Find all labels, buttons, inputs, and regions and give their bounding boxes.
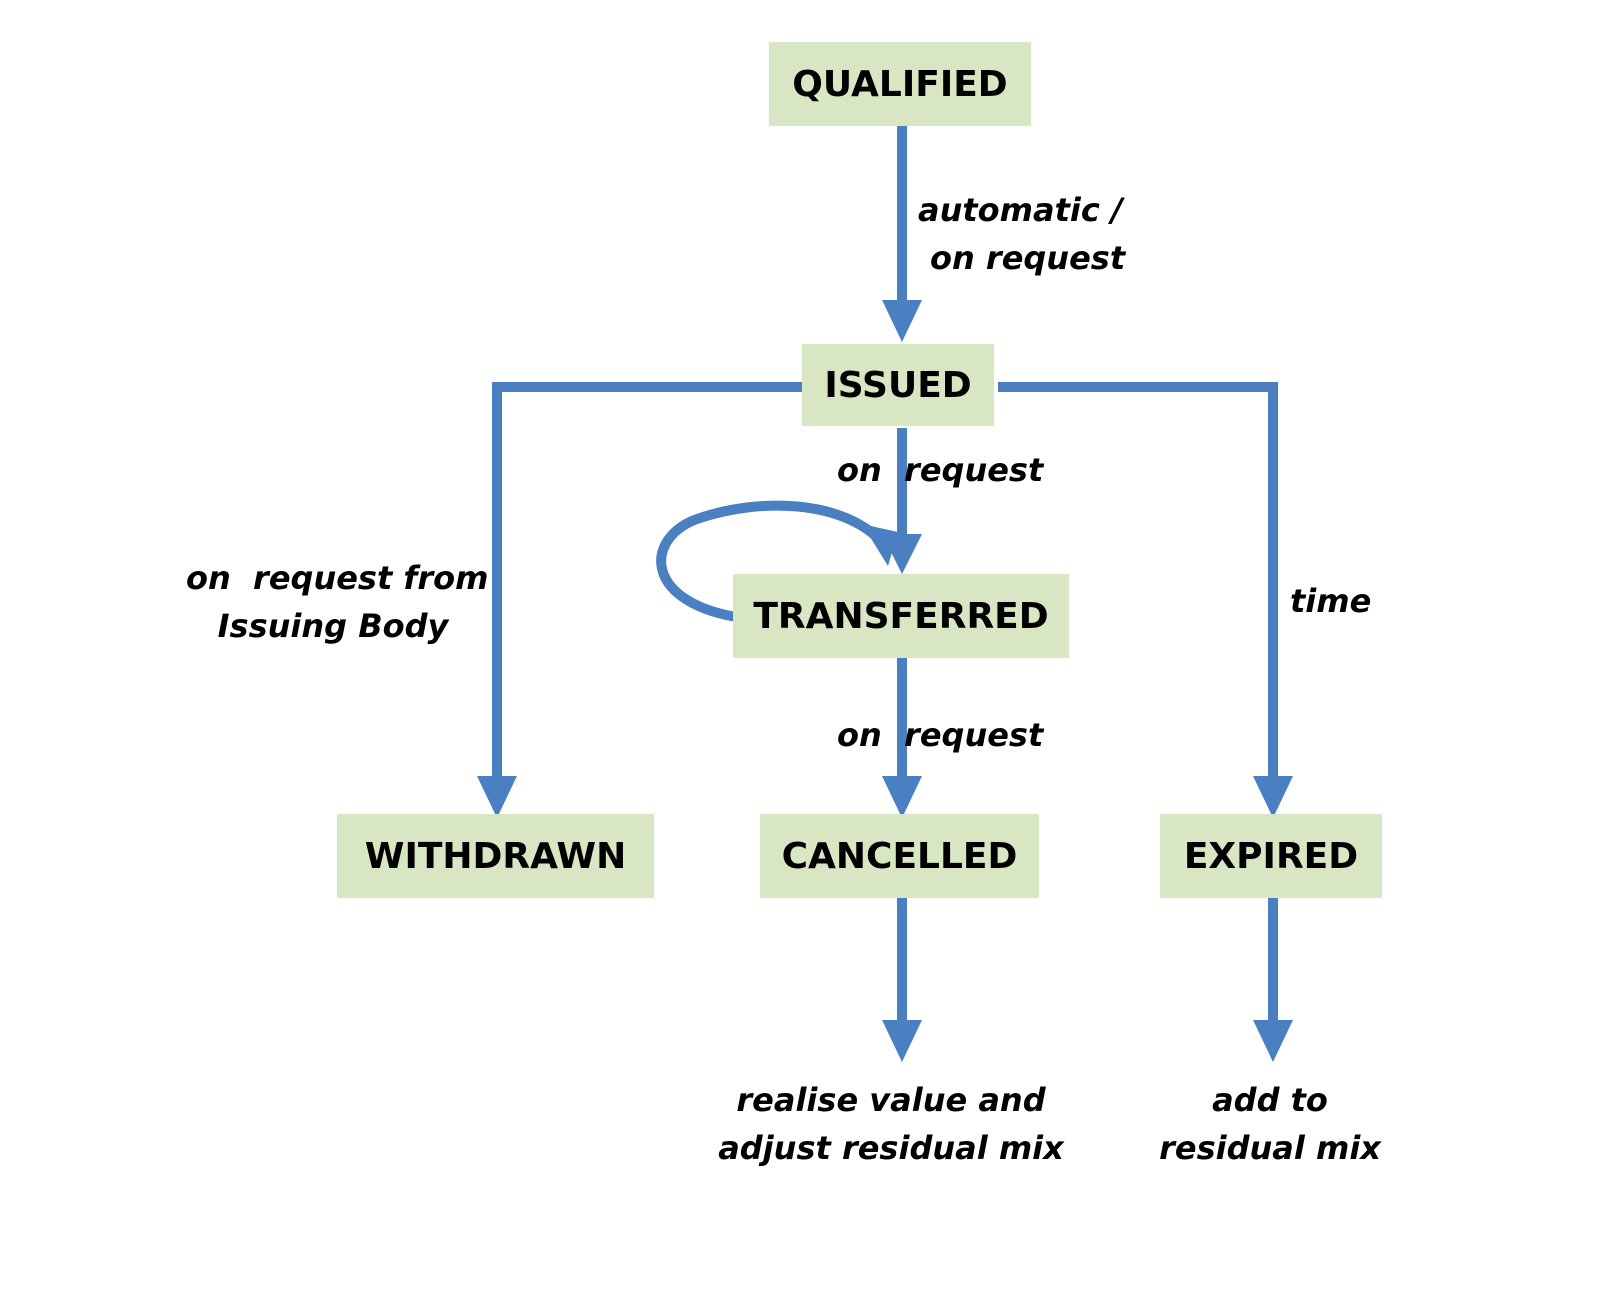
transition-label-transferred-cancelled: on request [837, 711, 1043, 759]
transition-label-line: on request [837, 716, 1044, 754]
transition-label-line: on request [837, 451, 1044, 489]
outcome-label-line: realise value and [736, 1081, 1046, 1119]
outcome-label-expired: add to residual mix [1143, 1076, 1397, 1172]
state-cancelled: CANCELLED [760, 814, 1039, 898]
state-expired-label: EXPIRED [1183, 835, 1359, 877]
arrowhead-expired-outcome [1253, 1020, 1293, 1062]
transition-label-issued-transferred: on request [837, 446, 1043, 494]
transition-label-line: automatic / [918, 191, 1123, 229]
state-transferred: TRANSFERRED [733, 574, 1069, 658]
connector-issued-expired [998, 382, 1278, 778]
transition-label-issued-expired: time [1290, 577, 1371, 625]
outcome-label-line: residual mix [1159, 1129, 1381, 1167]
outcome-label-line: add to [1212, 1081, 1328, 1119]
transition-label-line: Issuing Body [217, 607, 449, 645]
arrowhead-withdrawn [477, 776, 517, 818]
connector-transferred-self-loop [656, 500, 884, 622]
state-qualified: QUALIFIED [769, 42, 1031, 126]
outcome-label-cancelled: realise value and adjust residual mix [708, 1076, 1074, 1172]
state-expired: EXPIRED [1160, 814, 1382, 898]
state-withdrawn: WITHDRAWN [337, 814, 654, 898]
arrowhead-cancelled [882, 776, 922, 818]
arrowhead-cancelled-outcome [882, 1020, 922, 1062]
transition-label-line: on request [930, 239, 1126, 277]
arrowhead-expired [1253, 776, 1293, 818]
state-issued-label: ISSUED [824, 364, 972, 406]
connector-issued-withdrawn [492, 382, 802, 778]
outcome-label-line: adjust residual mix [718, 1129, 1064, 1167]
arrowhead-self-loop [862, 524, 898, 566]
transition-label-issued-withdrawn: on request from Issuing Body [186, 554, 489, 650]
state-issued: ISSUED [802, 344, 994, 426]
state-qualified-label: QUALIFIED [792, 63, 1008, 105]
state-cancelled-label: CANCELLED [781, 835, 1018, 877]
transition-label-line: time [1290, 582, 1372, 620]
transition-label-line: on request from [186, 559, 489, 597]
transition-label-qualified-issued: automatic / on request [918, 186, 1125, 282]
state-withdrawn-label: WITHDRAWN [364, 835, 627, 877]
arrowhead-issued [882, 300, 922, 342]
state-transferred-label: TRANSFERRED [753, 595, 1049, 637]
